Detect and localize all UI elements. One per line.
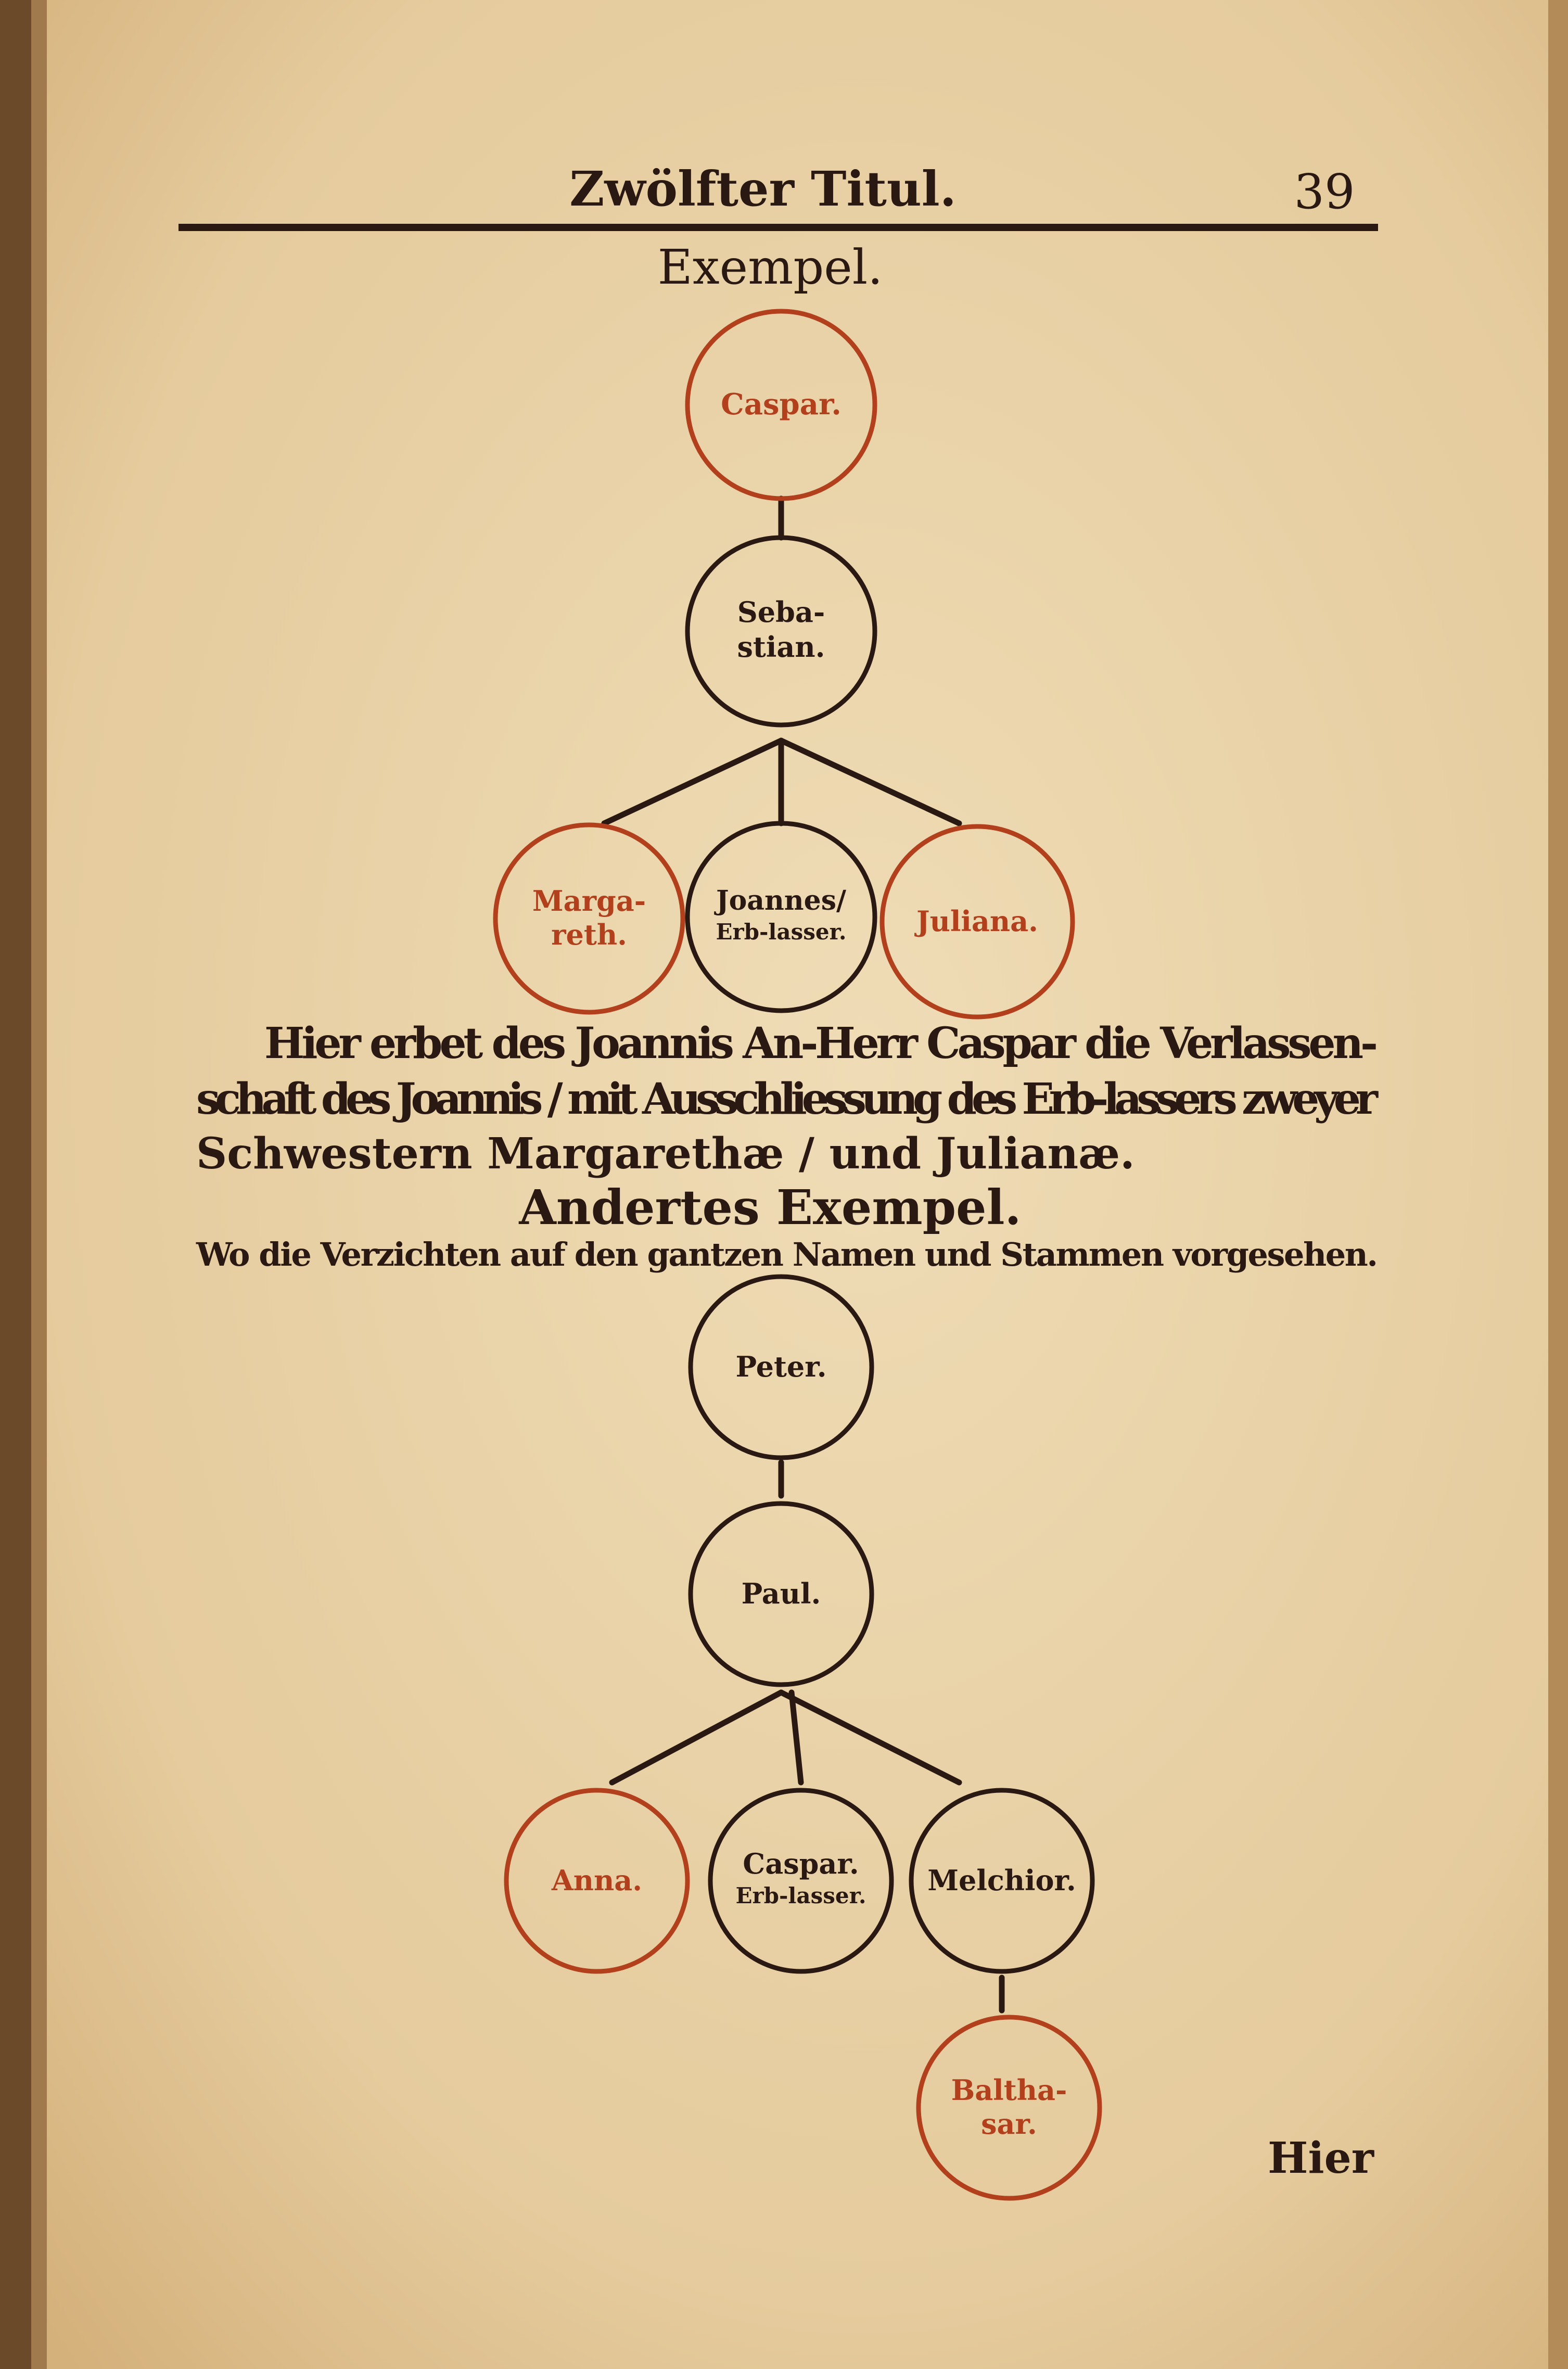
node-label: Caspar. [743,1847,859,1880]
node-label: Paul. [742,1577,821,1610]
node-caspar: Caspar. [685,309,877,501]
node-joannes: Joannes/ Erb-lasser. [685,821,877,1013]
node-label: Caspar. [721,387,842,422]
paragraph-line: Schwestern Margarethæ / und Julianæ. [196,1129,1135,1179]
running-title: Zwölfter Titul. [569,161,957,217]
link-sebastian-margareth [601,737,784,826]
node-paul: Paul. [688,1501,874,1687]
node-label: Seba- [737,595,825,629]
node-label: Baltha- [951,2073,1067,2107]
link-paul-melchior [778,1689,962,1786]
example1-heading: Exempel. [658,239,883,295]
node-label: stian. [737,630,825,664]
page-number: 39 [1294,164,1355,220]
node-juliana: Juliana. [879,824,1075,1020]
link-paul-caspar [788,1689,804,1786]
example1-paragraph: Hier erbet des Joannis An-Herr Caspar di… [196,1018,1379,1179]
example2-heading: Andertes Exempel. [518,1179,1021,1236]
node-label: Juliana. [914,905,1038,938]
tree-2: Peter. Paul. Anna. Caspar. Erb-lasser. M… [504,1274,1102,2201]
link-sebastian-juliana [778,737,962,826]
paragraph-line: schaft des Joannis / mit Ausschliessung … [196,1074,1379,1124]
catchword: Hier [1268,2133,1375,2183]
node-balthasar: Baltha- sar. [916,2015,1102,2201]
tree-1: Caspar. Seba- stian. Marga- reth. Joanne… [493,309,1075,1020]
node-margareth: Marga- reth. [493,822,685,1015]
node-label: sar. [981,2107,1037,2141]
node-label: Joannes/ [714,885,846,916]
binding-gutter [0,0,31,2369]
node-melchior: Melchior. [909,1788,1095,1974]
link-paul-anna [609,1689,784,1786]
node-label: Melchior. [927,1864,1076,1897]
paragraph-line: Hier erbet des Joannis An-Herr Caspar di… [264,1018,1378,1068]
node-label: reth. [551,918,627,951]
example2-subheading: Wo die Verzichten auf den gantzen Namen … [196,1236,1378,1273]
node-caspar-2: Caspar. Erb-lasser. [708,1788,894,1974]
node-label: Erb-lasser. [716,919,846,945]
node-peter: Peter. [688,1274,874,1460]
node-label: Peter. [735,1350,826,1383]
node-anna: Anna. [504,1788,690,1974]
node-label: Anna. [551,1864,642,1897]
node-label: Erb-lasser. [735,1883,866,1908]
page-edge-right [1548,0,1568,2369]
node-sebastian: Seba- stian. [685,535,877,728]
page-edge [31,0,47,2369]
node-label: Marga- [532,884,646,918]
